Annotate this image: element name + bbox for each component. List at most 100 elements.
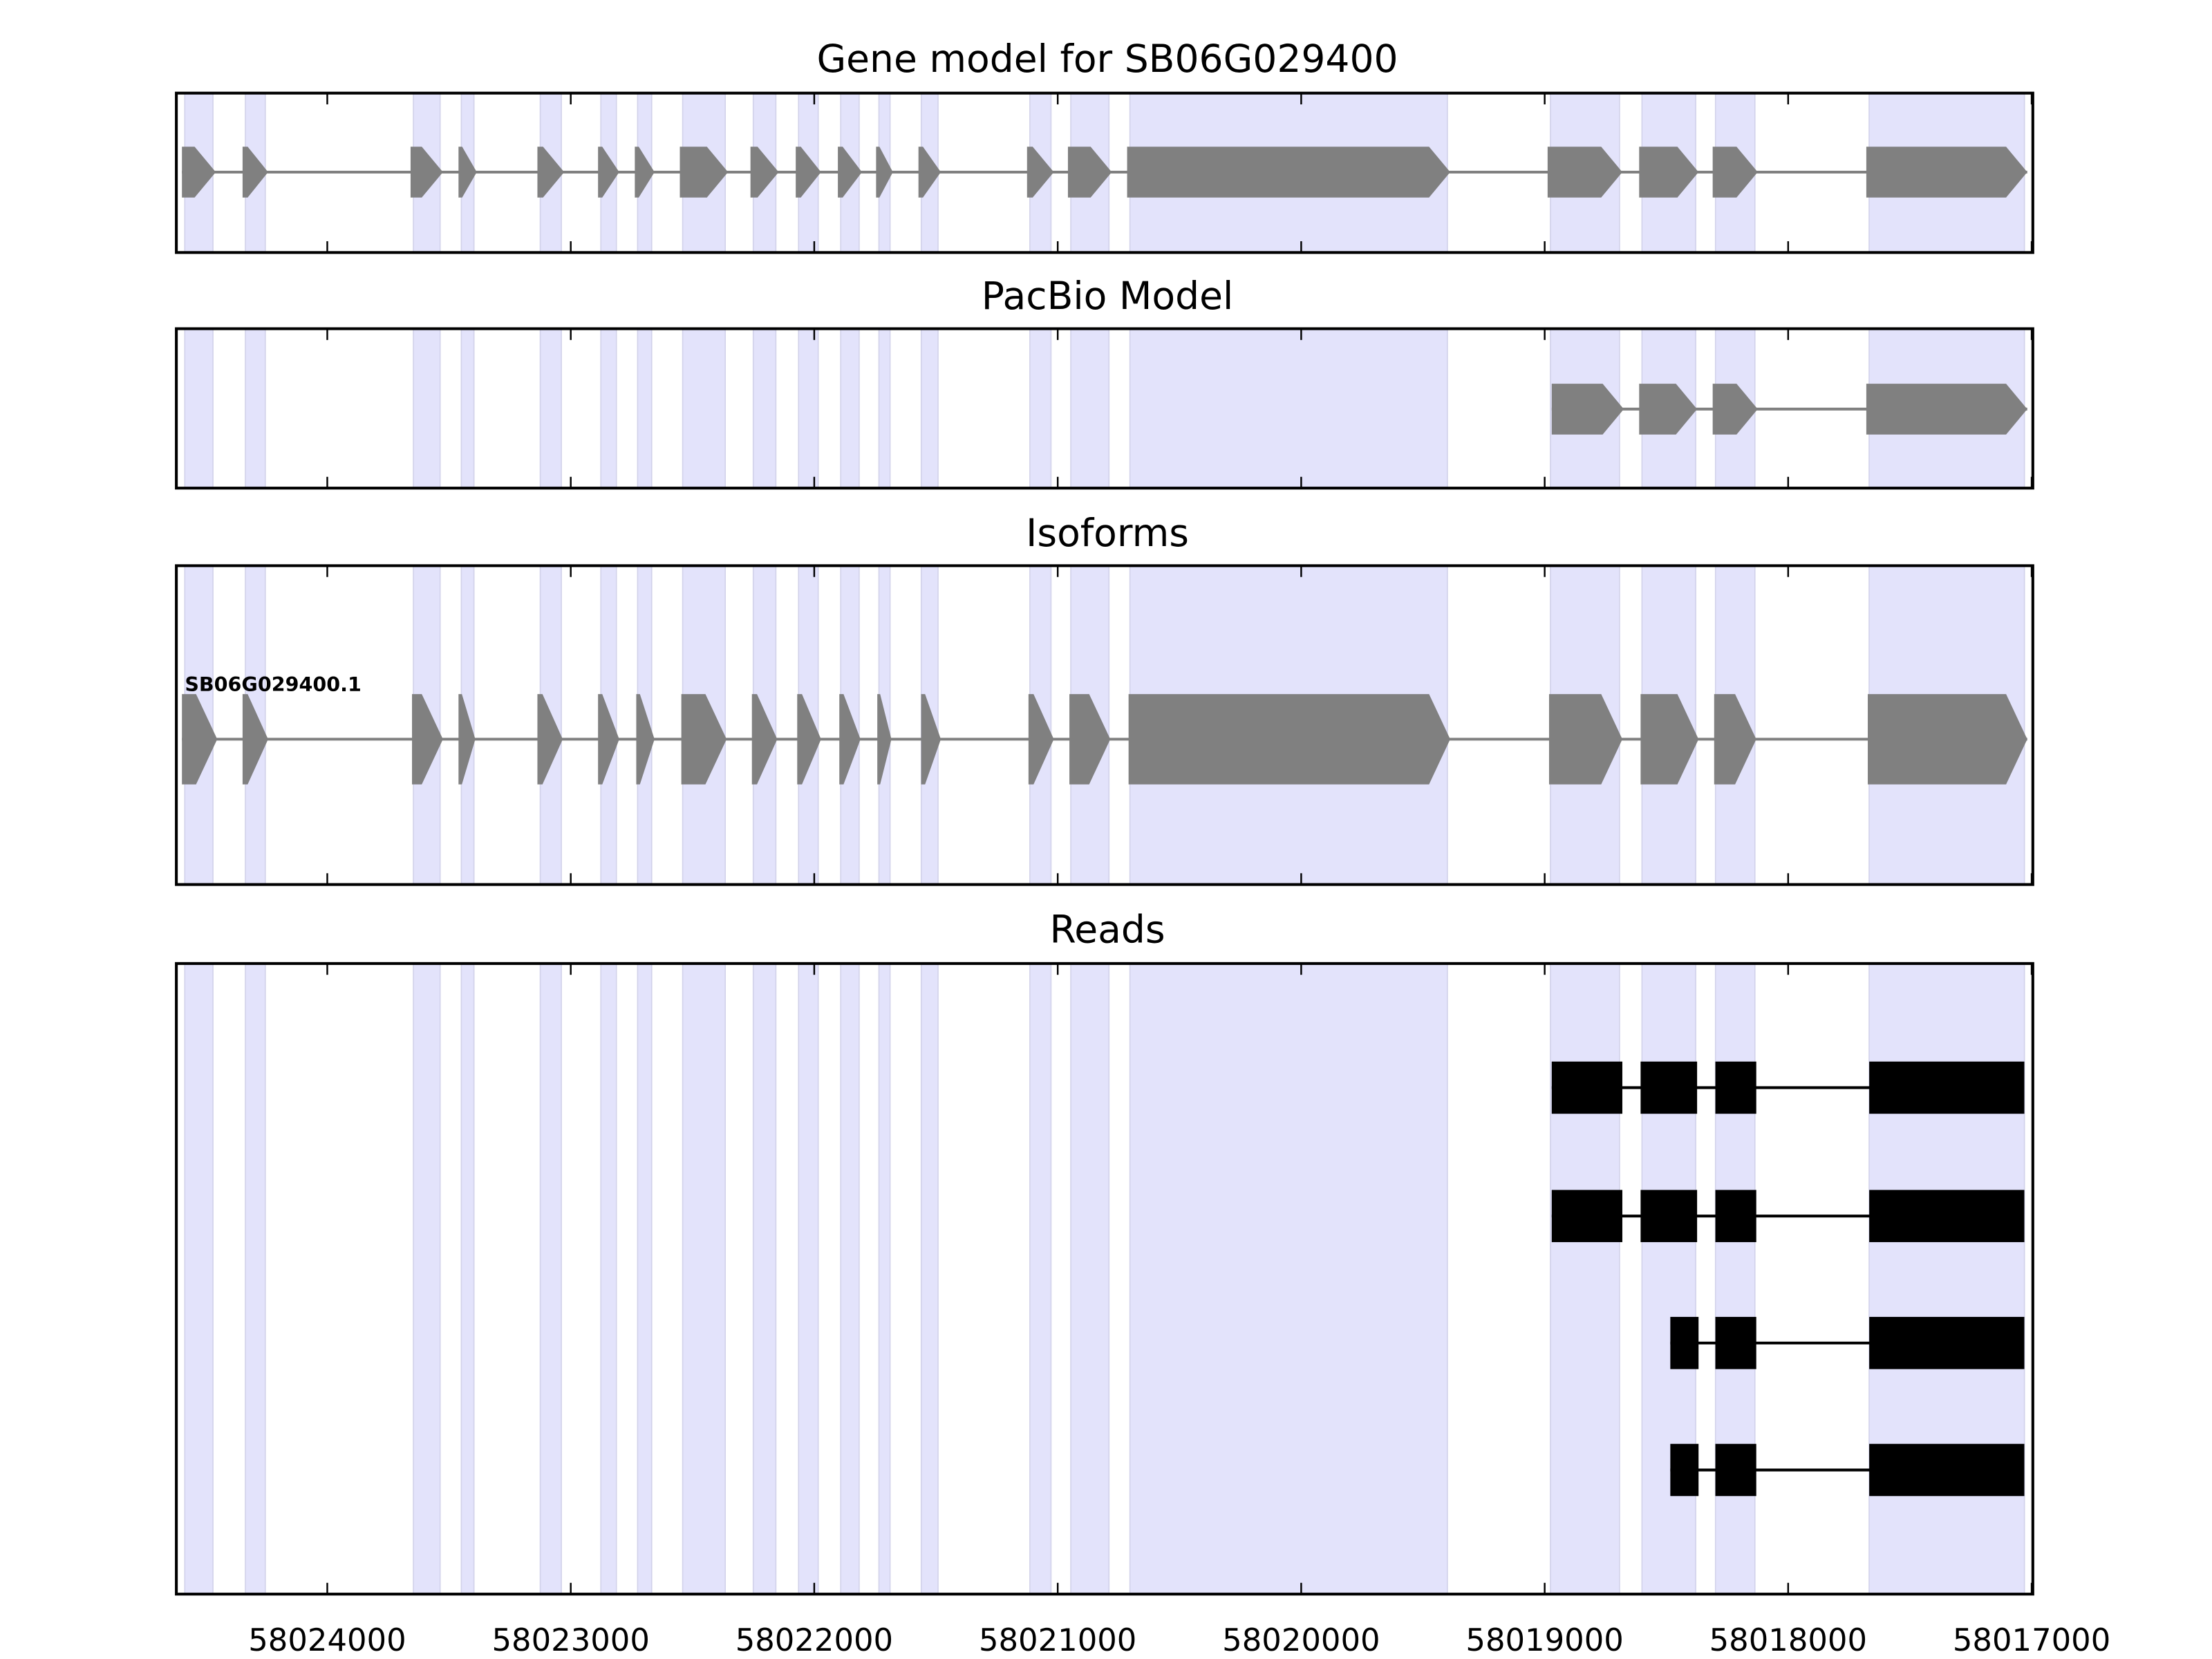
shaded-exon-region <box>682 963 726 1595</box>
exon-mark <box>1548 694 1622 785</box>
exon-mark <box>876 147 893 198</box>
exon-mark <box>1028 694 1054 785</box>
read-block <box>1715 1443 1756 1497</box>
x-tick-label: 58018000 <box>1709 1622 1867 1658</box>
exon-mark <box>1027 147 1054 198</box>
shaded-exon-region <box>798 963 819 1595</box>
shaded-exon-region <box>752 963 777 1595</box>
panel-title-gene-model: Gene model for SB06G029400 <box>816 37 1398 81</box>
shaded-exon-region <box>1868 963 2025 1595</box>
exon-mark <box>1639 147 1699 198</box>
shaded-exon-region <box>920 963 939 1595</box>
exon-mark <box>1551 384 1624 435</box>
axes-frame <box>175 962 2034 1596</box>
shaded-exon-region <box>1070 963 1110 1595</box>
axes-frame <box>175 91 2034 254</box>
panel-1 <box>175 327 2034 490</box>
x-tick-label: 58021000 <box>979 1622 1136 1658</box>
exon-mark <box>537 147 565 198</box>
exon-mark <box>1866 384 2027 435</box>
read-block <box>1869 1061 2025 1114</box>
shaded-exon-region <box>637 328 653 489</box>
exon-mark <box>598 147 619 198</box>
read-block <box>1551 1190 1622 1242</box>
shaded-exon-region <box>752 328 777 489</box>
read-block <box>1869 1443 2025 1497</box>
shaded-exon-region <box>245 963 266 1595</box>
x-tick-label: 58023000 <box>491 1622 649 1658</box>
shaded-exon-region <box>1129 963 1448 1595</box>
shaded-exon-region <box>637 963 653 1595</box>
axes-frame <box>175 564 2034 886</box>
exon-mark <box>1128 694 1450 785</box>
panel-title-pacbio: PacBio Model <box>982 274 1234 318</box>
x-tick-label: 58017000 <box>1953 1622 2110 1658</box>
shaded-exon-region <box>460 328 475 489</box>
exon-mark <box>750 147 779 198</box>
panel-title-isoforms: Isoforms <box>1026 511 1189 555</box>
shaded-exon-region <box>840 328 860 489</box>
exon-mark <box>1067 147 1112 198</box>
exon-mark <box>635 147 655 198</box>
shaded-exon-region <box>539 328 562 489</box>
exon-mark <box>681 694 727 785</box>
x-tick-label: 58019000 <box>1465 1622 1623 1658</box>
read-block <box>1715 1061 1756 1114</box>
read-block <box>1715 1190 1756 1242</box>
shaded-exon-region <box>920 328 939 489</box>
shaded-exon-region <box>1029 963 1052 1595</box>
exon-mark <box>751 694 778 785</box>
shaded-exon-region <box>1070 328 1110 489</box>
panel-3 <box>175 962 2034 1596</box>
exon-mark <box>921 694 941 785</box>
shaded-exon-region <box>413 328 441 489</box>
exon-mark <box>458 694 476 785</box>
read-block <box>1640 1190 1698 1242</box>
read-block <box>1551 1061 1622 1114</box>
shaded-exon-region <box>878 963 891 1595</box>
shaded-exon-region <box>600 328 617 489</box>
exon-mark <box>1127 147 1450 198</box>
shaded-exon-region <box>245 328 266 489</box>
shaded-exon-region <box>1029 328 1052 489</box>
exon-mark <box>1714 694 1756 785</box>
x-tick-label: 58022000 <box>735 1622 893 1658</box>
exon-mark <box>1640 694 1699 785</box>
shaded-exon-region <box>539 963 562 1595</box>
read-block <box>1640 1061 1698 1114</box>
exon-mark <box>412 694 443 785</box>
read-block <box>1869 1317 2025 1369</box>
axes-frame <box>175 327 2034 490</box>
exon-mark <box>1712 384 1758 435</box>
exon-mark <box>242 694 268 785</box>
exon-mark <box>1868 694 2027 785</box>
exon-mark <box>1712 147 1758 198</box>
read-block <box>1670 1443 1699 1497</box>
isoform-label: SB06G029400.1 <box>185 673 362 696</box>
shaded-exon-region <box>1129 328 1448 489</box>
exon-mark <box>1866 147 2027 198</box>
exon-mark <box>410 147 443 198</box>
panel-2 <box>175 564 2034 886</box>
panel-0 <box>175 91 2034 254</box>
shaded-exon-region <box>460 963 475 1595</box>
exon-mark <box>877 694 892 785</box>
shaded-exon-region <box>1714 963 1756 1595</box>
shaded-exon-region <box>840 963 860 1595</box>
shaded-exon-region <box>413 963 441 1595</box>
shaded-exon-region <box>600 963 617 1595</box>
exon-mark <box>839 694 861 785</box>
shaded-exon-region <box>682 328 726 489</box>
exon-mark <box>242 147 268 198</box>
exon-mark <box>1069 694 1111 785</box>
exon-mark <box>182 147 216 198</box>
exon-mark <box>1639 384 1698 435</box>
read-block <box>1670 1317 1699 1369</box>
shaded-exon-region <box>1641 963 1696 1595</box>
x-tick-label: 58020000 <box>1222 1622 1380 1658</box>
exon-mark <box>636 694 655 785</box>
shaded-exon-region <box>184 328 214 489</box>
exon-mark <box>797 694 821 785</box>
exon-mark <box>182 694 218 785</box>
read-block <box>1869 1190 2025 1242</box>
